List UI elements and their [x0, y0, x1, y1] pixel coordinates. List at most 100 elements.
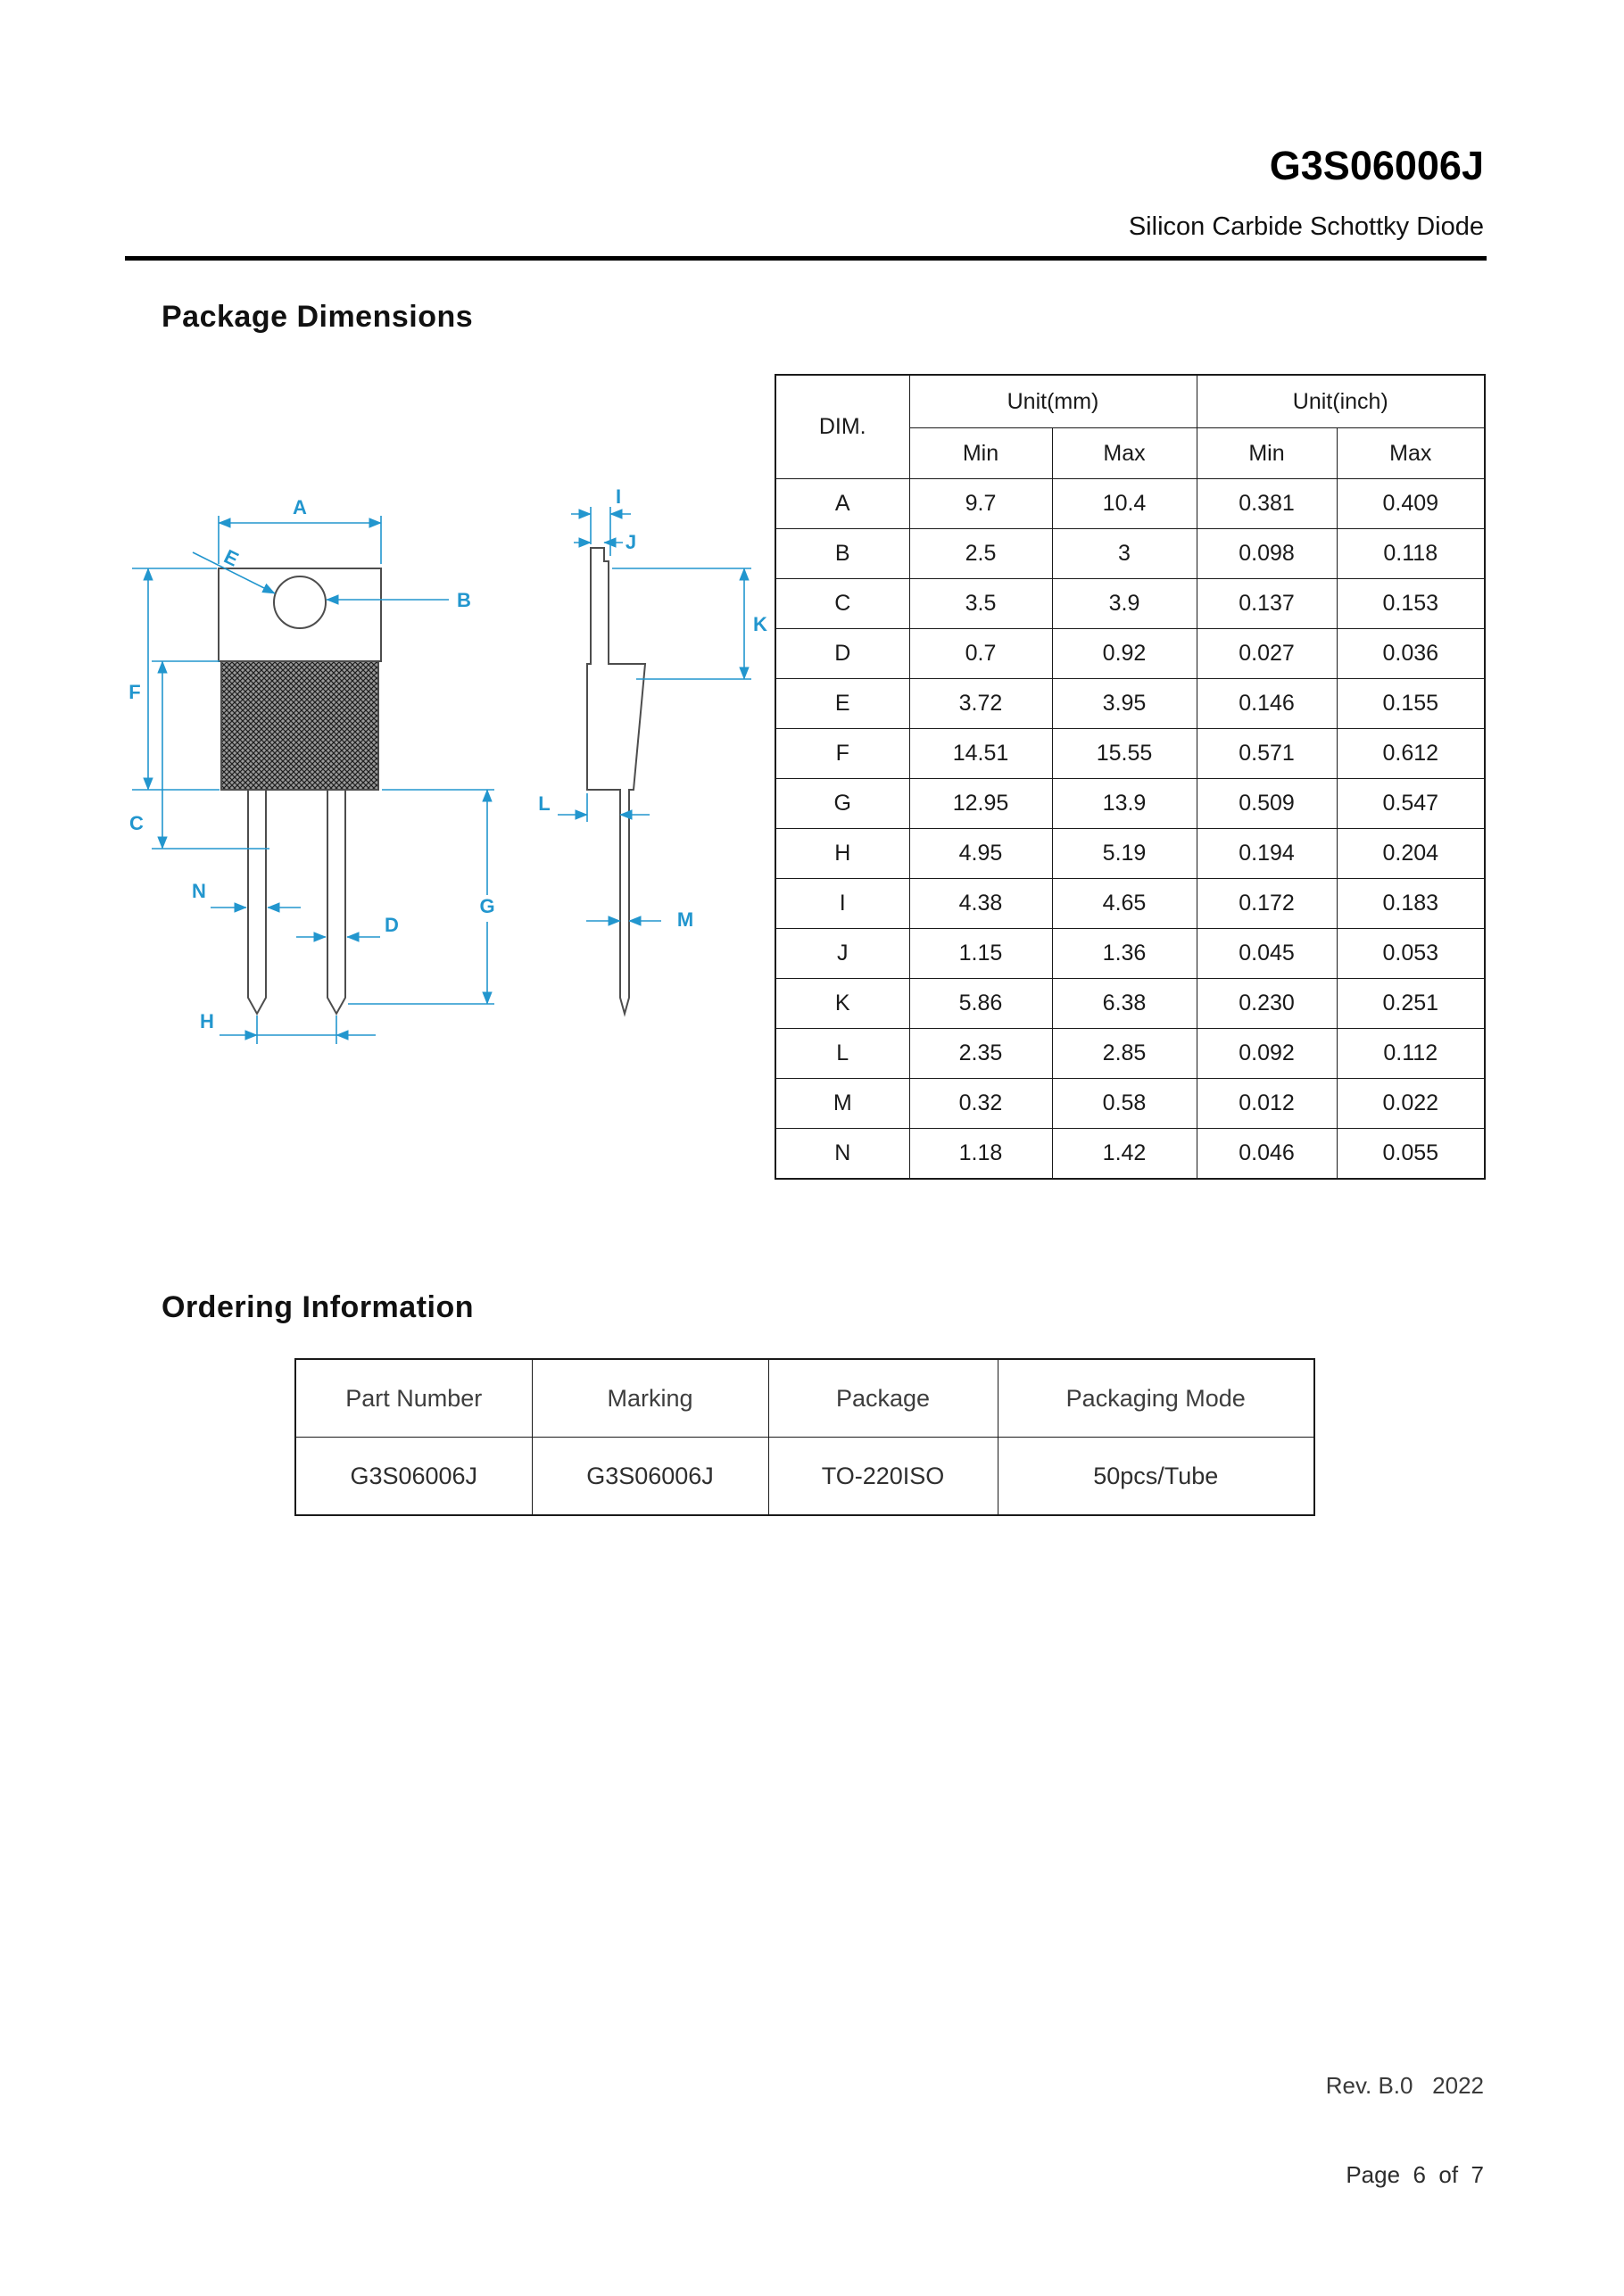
unit-mm-header: Unit(mm) — [908, 374, 1197, 428]
dim-label-b: B — [457, 589, 471, 611]
mm-max: 0.92 — [1051, 628, 1197, 679]
dim-label-k: K — [753, 613, 767, 635]
mm-max: 4.65 — [1051, 878, 1197, 929]
mm-max: 1.36 — [1051, 928, 1197, 979]
dim-label-c: C — [129, 812, 144, 834]
dim-letter: B — [775, 528, 910, 579]
package-dimensions-heading: Package Dimensions — [162, 300, 474, 334]
mm-max: 3 — [1051, 528, 1197, 579]
dim-letter: H — [775, 828, 910, 879]
dim-letter: J — [775, 928, 910, 979]
mm-min: 1.15 — [908, 928, 1053, 979]
in-min: 0.571 — [1196, 728, 1338, 779]
dim-label-j: J — [626, 531, 636, 553]
dimensions-table-container: DIM. Unit(mm) Unit(inch) Min Max Min Max… — [775, 374, 1487, 1180]
in-max: 0.112 — [1336, 1028, 1486, 1079]
dim-column-header: DIM. — [775, 374, 910, 479]
in-min: 0.045 — [1196, 928, 1338, 979]
mm-min-header: Min — [908, 427, 1053, 479]
dim-letter: K — [775, 978, 910, 1029]
mm-min: 5.86 — [908, 978, 1053, 1029]
mm-min: 2.5 — [908, 528, 1053, 579]
in-max: 0.251 — [1336, 978, 1486, 1029]
mm-min: 0.7 — [908, 628, 1053, 679]
dim-letter: M — [775, 1078, 910, 1129]
dim-label-l: L — [538, 792, 550, 815]
in-min: 0.092 — [1196, 1028, 1338, 1079]
in-min: 0.381 — [1196, 478, 1338, 529]
mm-min: 4.95 — [908, 828, 1053, 879]
dim-letter: N — [775, 1128, 910, 1180]
dim-label-a: A — [293, 496, 307, 518]
dim-label-n: N — [192, 880, 206, 902]
dim-letter: C — [775, 578, 910, 629]
in-min: 0.027 — [1196, 628, 1338, 679]
mm-min: 14.51 — [908, 728, 1053, 779]
mm-max: 3.9 — [1051, 578, 1197, 629]
in-max: 0.155 — [1336, 678, 1486, 729]
mm-min: 3.5 — [908, 578, 1053, 629]
package-value: TO-220ISO — [767, 1437, 998, 1516]
side-profile — [586, 547, 647, 1017]
dim-letter: E — [775, 678, 910, 729]
ordering-information-heading: Ordering Information — [162, 1290, 474, 1324]
unit-inch-header: Unit(inch) — [1196, 374, 1486, 428]
side-dimensions: I J K L M — [538, 485, 767, 931]
in-max: 0.547 — [1336, 778, 1486, 829]
mm-max: 13.9 — [1051, 778, 1197, 829]
in-max: 0.053 — [1336, 928, 1486, 979]
molded-body — [220, 660, 379, 791]
lead-right — [327, 789, 346, 1016]
in-max: 0.118 — [1336, 528, 1486, 579]
dim-letter: I — [775, 878, 910, 929]
revision-label: Rev. B.0 2022 — [1325, 2072, 1484, 2099]
in-min: 0.098 — [1196, 528, 1338, 579]
mm-max: 1.42 — [1051, 1128, 1197, 1180]
in-min: 0.012 — [1196, 1078, 1338, 1129]
front-view — [218, 568, 382, 1016]
mm-min: 9.7 — [908, 478, 1053, 529]
in-max: 0.153 — [1336, 578, 1486, 629]
mounting-hole — [273, 576, 327, 629]
dim-label-e: E — [220, 545, 242, 571]
part-number-header: Part Number — [294, 1358, 533, 1438]
package-header: Package — [767, 1358, 998, 1438]
mm-max: 3.95 — [1051, 678, 1197, 729]
dim-label-f: F — [128, 681, 140, 703]
lead-left — [247, 789, 267, 1016]
in-max: 0.409 — [1336, 478, 1486, 529]
dim-label-m: M — [677, 908, 693, 931]
in-min: 0.172 — [1196, 878, 1338, 929]
in-min: 0.046 — [1196, 1128, 1338, 1180]
mm-min: 0.32 — [908, 1078, 1053, 1129]
ordering-row: G3S06006J G3S06006J TO-220ISO 50pcs/Tube — [294, 1437, 1315, 1516]
ordering-table: Part Number Marking Package Packaging Mo… — [294, 1358, 1315, 1516]
in-max: 0.055 — [1336, 1128, 1486, 1180]
inch-min-header: Min — [1196, 427, 1338, 479]
mm-min: 4.38 — [908, 878, 1053, 929]
side-view — [586, 547, 647, 1017]
dim-label-g: G — [479, 895, 494, 917]
in-max: 0.183 — [1336, 878, 1486, 929]
mm-max: 0.58 — [1051, 1078, 1197, 1129]
mm-min: 1.18 — [908, 1128, 1053, 1180]
in-max: 0.204 — [1336, 828, 1486, 879]
marking-value: G3S06006J — [531, 1437, 769, 1516]
mm-min: 2.35 — [908, 1028, 1053, 1079]
mm-max-header: Max — [1051, 427, 1197, 479]
mm-max: 10.4 — [1051, 478, 1197, 529]
dim-letter: G — [775, 778, 910, 829]
part-number-title: G3S06006J — [1269, 143, 1484, 188]
in-max: 0.612 — [1336, 728, 1486, 779]
in-min: 0.137 — [1196, 578, 1338, 629]
